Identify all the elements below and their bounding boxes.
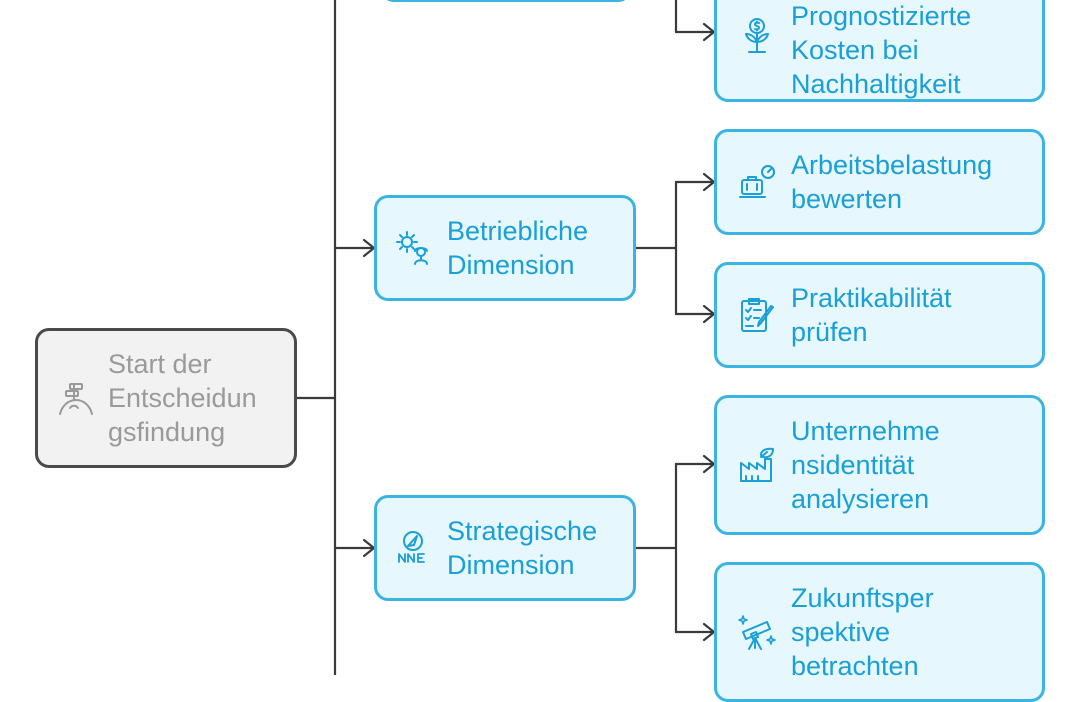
compass-nne-icon: [391, 526, 435, 570]
leaf-label: Prognostizierte Kosten bei Nachhaltigkei…: [791, 1, 972, 99]
top-dimension-node-partial: [380, 0, 632, 2]
connector-strategische-split: [634, 462, 678, 634]
leaf-prognostizierte-kosten: Prognostizierte Kosten bei Nachhaltigkei…: [714, 0, 1045, 102]
dimension-label: Betriebliche Dimension: [447, 216, 589, 280]
money-plant-icon: [735, 14, 779, 58]
clipboard-check-icon: [735, 293, 779, 337]
gears-worker-icon: [391, 226, 435, 270]
dimension-node-strategische: Strategische Dimension: [374, 495, 636, 601]
factory-leaf-icon: [735, 443, 779, 487]
connector-betriebliche-split: [634, 180, 678, 316]
leaf-zukunftsperspektive: Zukunftsper spektive betrachten: [714, 562, 1045, 702]
leaf-label: Zukunftsper spektive betrachten: [791, 583, 934, 681]
dimension-node-betriebliche: Betriebliche Dimension: [374, 195, 636, 301]
briefcase-gauge-icon: [735, 160, 779, 204]
telescope-stars-icon: [735, 610, 779, 654]
leaf-label: Unternehme nsidentität analysieren: [791, 416, 940, 514]
signpost-hill-icon: [54, 376, 98, 420]
dimension-label: Strategische Dimension: [447, 516, 598, 580]
leaf-label: Arbeitsbelastung bewerten: [791, 150, 993, 214]
root-label: Start der Entscheidun gsfindung: [108, 349, 257, 447]
leaf-arbeitsbelastung: Arbeitsbelastung bewerten: [714, 129, 1045, 235]
connector-top-branch: [674, 0, 716, 34]
leaf-unternehmensidentitaet: Unternehme nsidentität analysieren: [714, 395, 1045, 535]
leaf-label: Praktikabilität prüfen: [791, 283, 952, 347]
leaf-praktikabilitaet: Praktikabilität prüfen: [714, 262, 1045, 368]
root-node: Start der Entscheidun gsfindung: [35, 328, 297, 468]
